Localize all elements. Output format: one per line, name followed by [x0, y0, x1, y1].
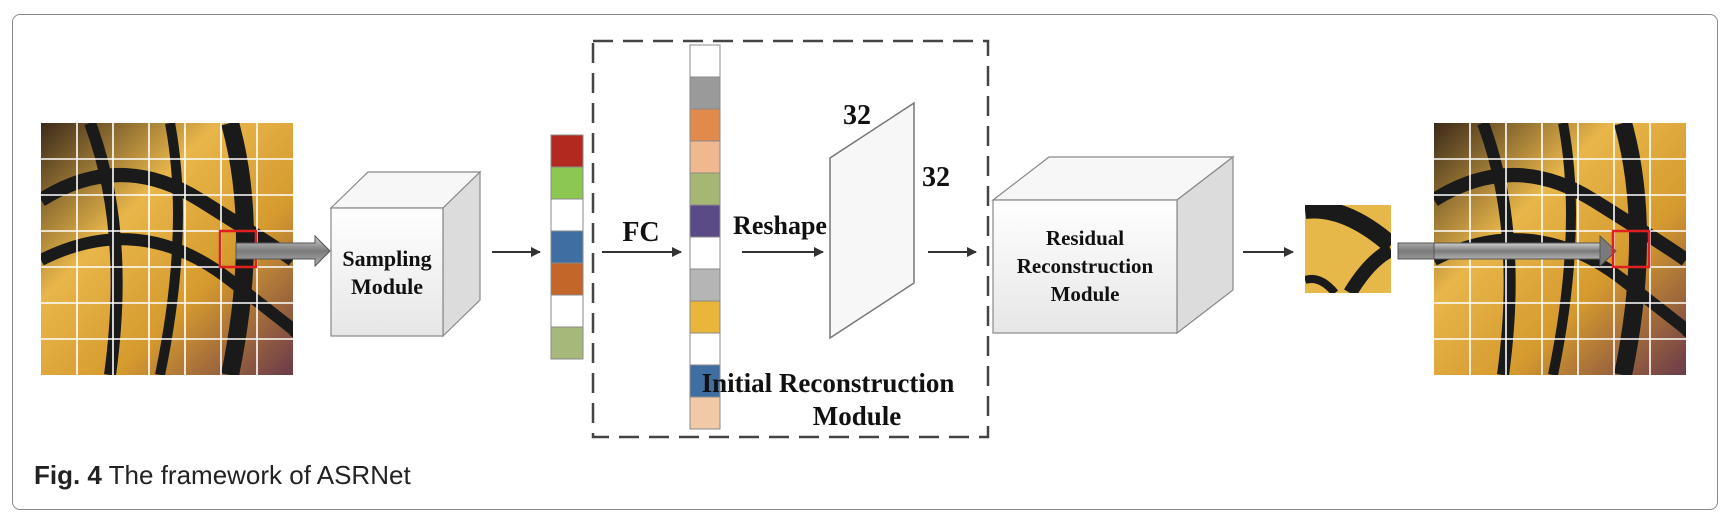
fc-vector-cell [689, 140, 721, 174]
fc-vector-cell [689, 172, 721, 206]
measurement-vector-cell [550, 166, 584, 200]
fc-vector-cell [689, 76, 721, 110]
residual-module-label-line3: Module [1051, 282, 1120, 306]
fc-vector-cell [689, 364, 721, 398]
caption-label: Fig. 4 [34, 460, 102, 490]
measurement-vector-cell [550, 198, 584, 232]
output-arrow-head [1599, 234, 1617, 268]
measurement-vector-cell [550, 230, 584, 264]
sampling-module-label-line2: Module [351, 274, 423, 299]
sampling-module-box: Sampling Module [329, 170, 482, 338]
figure-caption: Fig. 4 The framework of ASRNet [34, 460, 411, 491]
reconstructed-patch [1305, 205, 1391, 293]
reshaped-block-plane: 32 32 [829, 100, 950, 340]
measurement-vector-cell [550, 262, 584, 296]
measurement-vector-cell [550, 134, 584, 168]
fc-vector-cell [689, 44, 721, 78]
output-image-arrow-overlay [1433, 242, 1601, 260]
dim-label-b: 32 [922, 162, 950, 193]
initial-reconstruction-label-line1: Initial Reconstruction [702, 368, 955, 398]
figure-frame [12, 14, 1718, 510]
residual-module-label-line1: Residual [1046, 226, 1124, 250]
fc-vector-cell [689, 396, 721, 430]
fc-vector-cell [689, 236, 721, 270]
fc-output-vector [689, 44, 721, 430]
initial-reconstruction-label-line2: Module [813, 401, 902, 431]
reshape-label: Reshape [733, 211, 827, 240]
fc-vector-cell [689, 204, 721, 238]
initial-reconstruction-boundary [591, 39, 990, 439]
fc-vector-cell [689, 332, 721, 366]
fc-label: FC [622, 217, 659, 248]
sampling-module-label-line1: Sampling [342, 246, 431, 271]
fc-vector-cell [689, 108, 721, 142]
residual-module-label-line2: Reconstruction [1017, 254, 1154, 278]
residual-reconstruction-module-box: Residual Reconstruction Module [991, 155, 1235, 335]
fc-vector-cell [689, 268, 721, 302]
dim-label-a: 32 [843, 100, 871, 131]
caption-text: The framework of ASRNet [108, 460, 411, 490]
fc-vector-cell [689, 300, 721, 334]
measurement-vector [550, 134, 584, 360]
measurement-vector-cell [550, 326, 584, 360]
measurement-vector-cell [550, 294, 584, 328]
input-arrow [235, 234, 331, 268]
selected-block-right [1611, 229, 1651, 269]
